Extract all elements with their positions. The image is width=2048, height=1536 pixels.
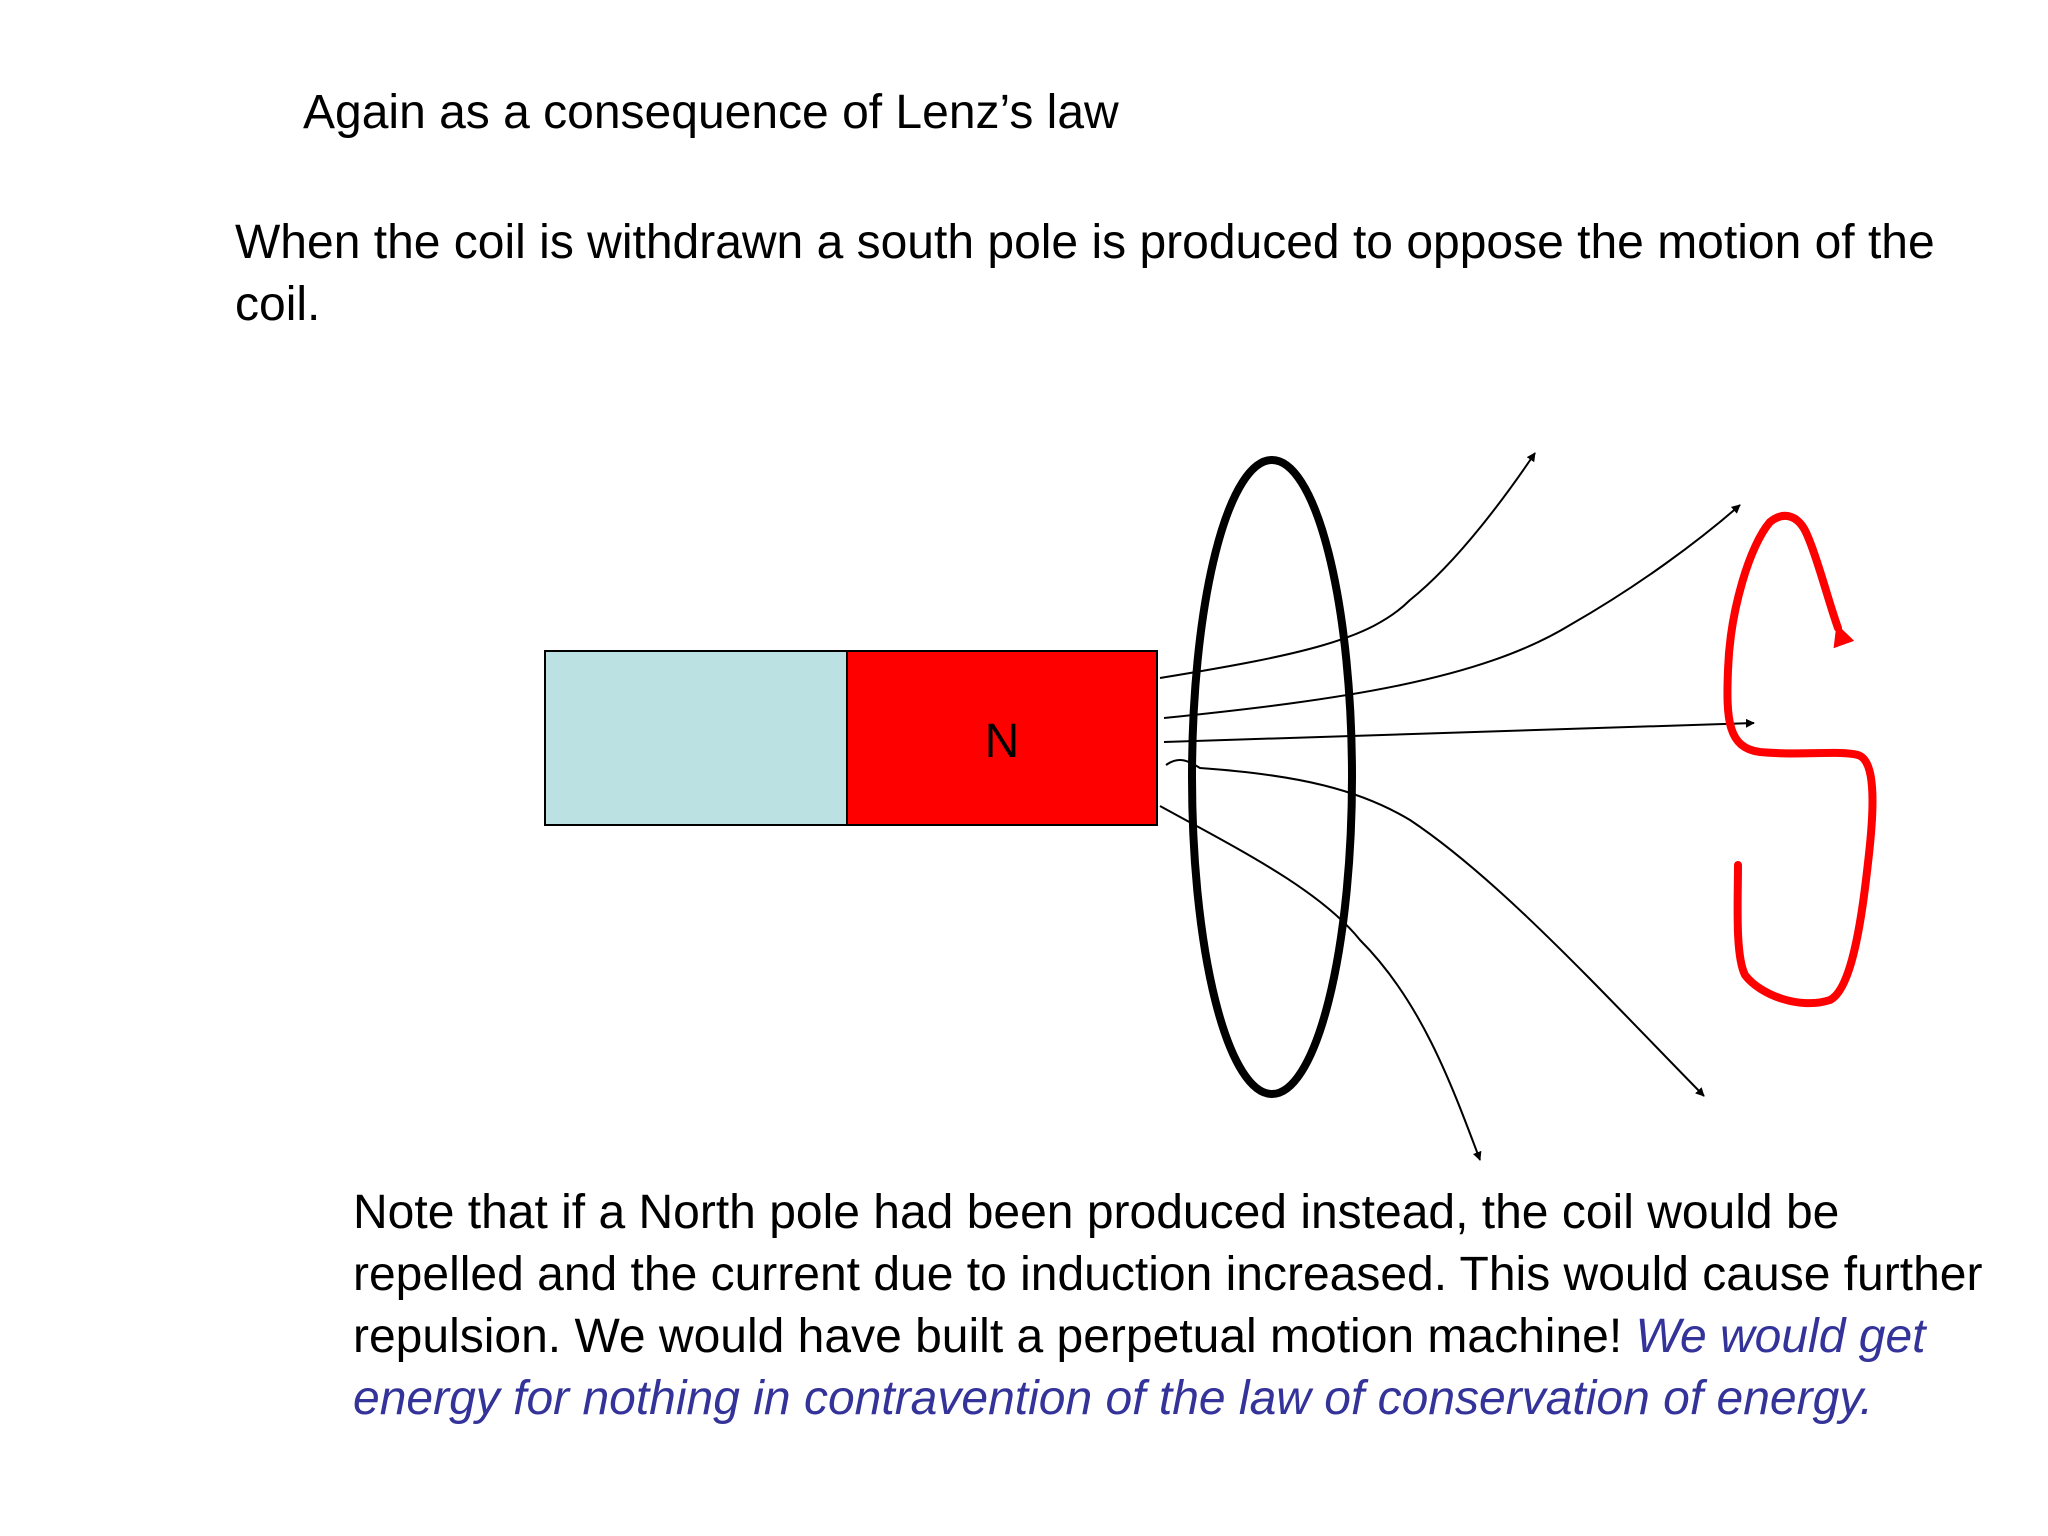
field-line: [1163, 504, 1741, 719]
field-line: [1159, 805, 1482, 1161]
field-line: [1165, 758, 1705, 1097]
note-emphasis-text: We would get energy for nothing in contr…: [353, 1310, 1926, 1425]
magnet-north-half: [846, 650, 1158, 826]
field-lines: [1159, 452, 1755, 1161]
induced-south-pole-drawing: [1723, 511, 1877, 1008]
note-paragraph: Note that if a North pole had been produ…: [353, 1182, 1993, 1430]
magnet-south-half: [544, 650, 848, 826]
field-line: [1159, 452, 1536, 679]
field-line: [1163, 718, 1755, 743]
slide-heading: Again as a consequence of Lenz’s law: [303, 86, 1119, 139]
note-plain-text: Note that if a North pole had been produ…: [353, 1186, 1983, 1363]
north-pole-label: N: [985, 715, 1020, 768]
bar-magnet: N: [544, 650, 1158, 826]
coil-loop: [1188, 456, 1356, 1098]
intro-paragraph: When the coil is withdrawn a south pole …: [235, 216, 1935, 331]
